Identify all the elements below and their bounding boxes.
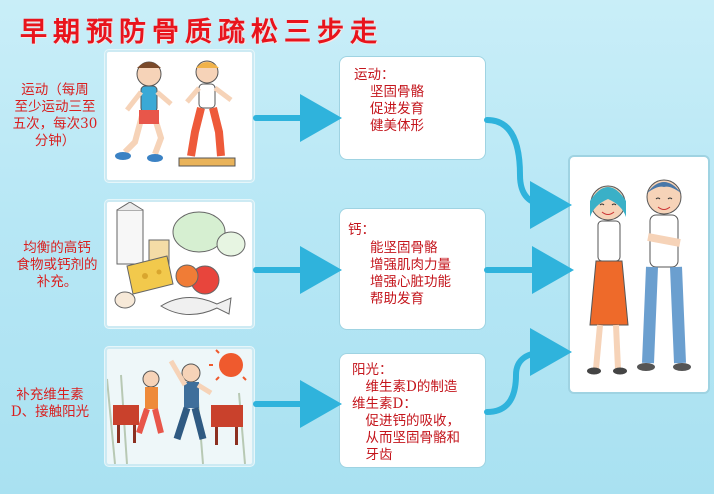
- box-item: 能坚固骨骼: [370, 240, 438, 256]
- label-line: 至少运动三至: [14, 99, 96, 115]
- box-item: 帮助发育: [370, 291, 424, 307]
- sunlight-illustration: [105, 347, 254, 466]
- food-illustration: [105, 200, 254, 328]
- exercise-illustration: [105, 50, 254, 182]
- label-diet: 均衡的高钙 食物或钙剂的 补充。: [14, 240, 100, 291]
- box-item: 从而坚固骨骼和: [352, 430, 460, 446]
- label-line: 分钟）: [34, 133, 76, 149]
- box-item: 维生素D的制造: [352, 379, 458, 395]
- box-item: 促进发育: [370, 101, 424, 117]
- box-item: 增强心脏功能: [370, 274, 451, 290]
- sunlight-exercise-icon: [107, 349, 247, 464]
- box-heading: 钙：: [348, 222, 375, 238]
- label-line: 均衡的高钙: [23, 240, 91, 256]
- box-item: 维生素D：: [352, 396, 417, 412]
- box-heading: 运动：: [354, 67, 395, 83]
- arrow-sun-to-result: [484, 328, 572, 415]
- label-exercise: 运动（每周 至少运动三至 五次，每次30 分钟）: [10, 82, 100, 150]
- healthy-couple-icon: [587, 179, 691, 375]
- benefit-box-sunlight: 阳光： 维生素D的制造 维生素D： 促进钙的吸收， 从而坚固骨骼和 牙齿: [339, 353, 486, 468]
- box-item: 增强肌肉力量: [370, 257, 451, 273]
- box-heading: 阳光：: [352, 362, 393, 378]
- box-item: 健美体形: [370, 118, 424, 134]
- page-title: 早期预防骨质疏松三步走: [20, 17, 383, 48]
- exercise-figures-icon: [115, 60, 236, 167]
- label-line: 五次，每次30: [12, 116, 98, 132]
- box-item: 促进钙的吸收，: [352, 413, 460, 429]
- calcium-food-icon: [114, 202, 246, 315]
- benefit-box-exercise: 运动： 坚固骨骼 促进发育 健美体形: [339, 56, 486, 160]
- label-sunlight: 补充维生素 D、接触阳光: [4, 387, 96, 421]
- label-line: 补充。: [36, 274, 78, 290]
- label-line: 食物或钙剂的: [16, 257, 98, 273]
- arrow-exercise-to-result: [484, 117, 572, 229]
- healthy-result-panel: [568, 155, 710, 394]
- label-line: 补充维生素: [16, 387, 84, 403]
- label-line: 运动（每周: [21, 82, 89, 98]
- box-item: 牙齿: [352, 447, 393, 463]
- box-item: 坚固骨骼: [370, 84, 424, 100]
- benefit-box-calcium: 钙： 能坚固骨骼 增强肌肉力量 增强心脏功能 帮助发育: [339, 208, 486, 330]
- label-line: D、接触阳光: [10, 404, 90, 420]
